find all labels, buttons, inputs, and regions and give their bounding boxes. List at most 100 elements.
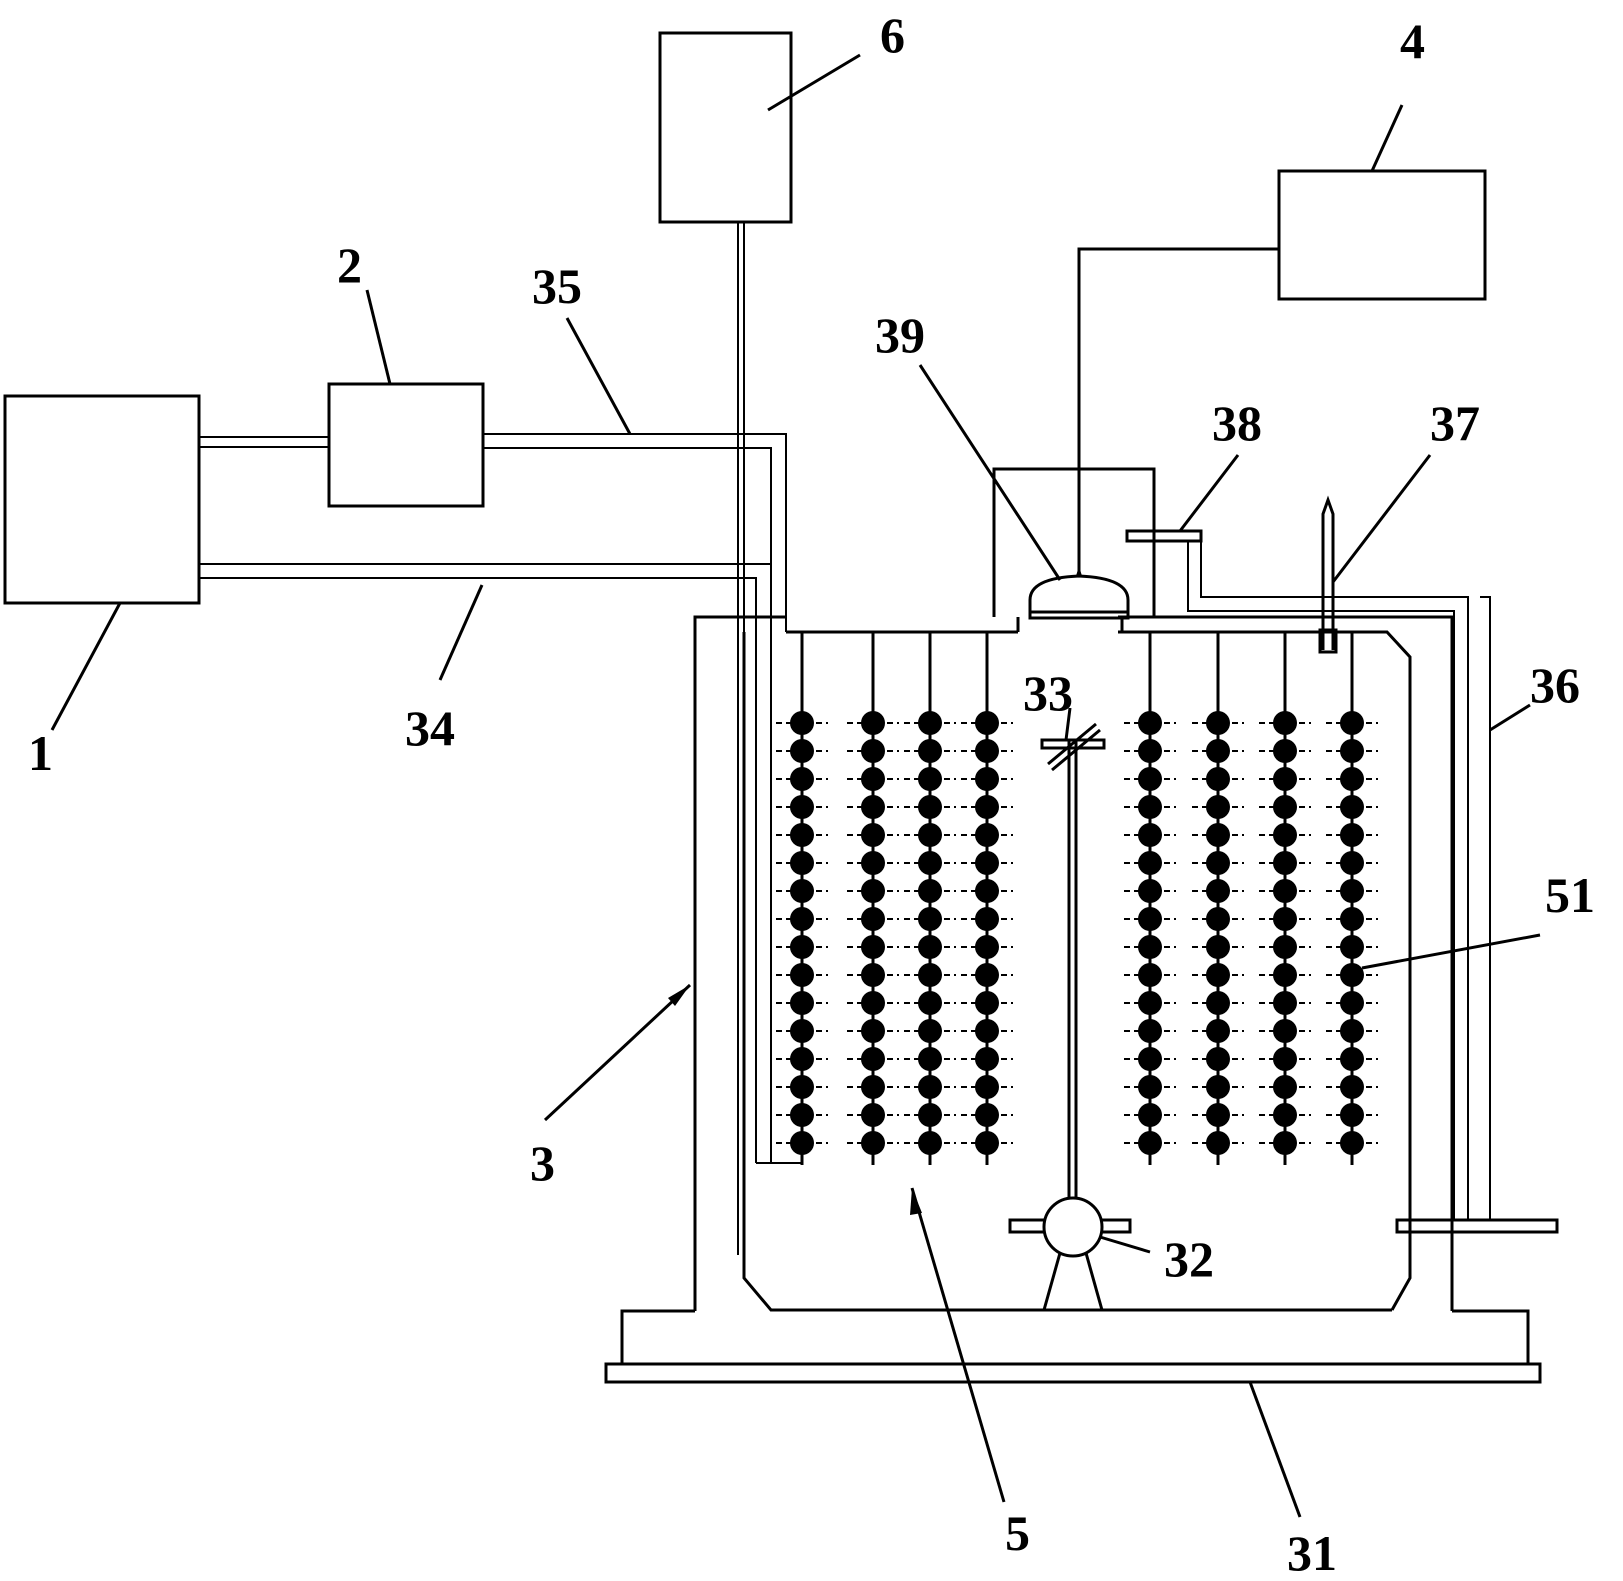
bead-51 — [918, 739, 942, 763]
label-2: 2 — [337, 237, 362, 293]
bead-51 — [918, 1075, 942, 1099]
bead-51 — [1206, 851, 1230, 875]
bead-51 — [1273, 795, 1297, 819]
bead-51 — [1340, 767, 1364, 791]
label-36: 36 — [1530, 657, 1580, 713]
probe-37 — [1318, 495, 1338, 654]
bead-51 — [790, 1103, 814, 1127]
bead-51 — [975, 711, 999, 735]
bead-51 — [1206, 795, 1230, 819]
bead-51 — [975, 991, 999, 1015]
bead-51 — [1340, 991, 1364, 1015]
bead-51 — [1138, 1103, 1162, 1127]
bead-51 — [975, 1075, 999, 1099]
bead-51 — [861, 823, 885, 847]
bead-51 — [1206, 711, 1230, 735]
bead-51 — [861, 1047, 885, 1071]
bead-51 — [975, 935, 999, 959]
bead-51 — [861, 739, 885, 763]
bead-51 — [861, 879, 885, 903]
bead-51 — [790, 1019, 814, 1043]
bead-51 — [1273, 991, 1297, 1015]
bead-51 — [975, 1019, 999, 1043]
bead-51 — [790, 795, 814, 819]
bead-51 — [861, 1131, 885, 1155]
bead-51 — [790, 963, 814, 987]
bead-51 — [975, 1131, 999, 1155]
bead-51 — [918, 823, 942, 847]
bead-51 — [790, 711, 814, 735]
bead-51 — [1273, 1047, 1297, 1071]
bead-51 — [975, 1103, 999, 1127]
motor-32 — [1042, 1196, 1104, 1258]
bead-51 — [861, 935, 885, 959]
bead-51 — [1138, 963, 1162, 987]
label-33: 33 — [1023, 665, 1073, 721]
bead-51 — [918, 1103, 942, 1127]
bead-51 — [975, 739, 999, 763]
bead-51 — [1340, 711, 1364, 735]
bead-51 — [1273, 907, 1297, 931]
bead-51 — [1340, 935, 1364, 959]
pipe-1-to-2 — [199, 436, 329, 448]
bead-51 — [918, 851, 942, 875]
bead-51 — [1138, 851, 1162, 875]
top-hatch — [992, 467, 1156, 632]
bead-51 — [918, 1131, 942, 1155]
label-31: 31 — [1287, 1525, 1337, 1581]
bead-51 — [1273, 1019, 1297, 1043]
bead-51 — [975, 1047, 999, 1071]
label-32: 32 — [1164, 1231, 1214, 1287]
bead-51 — [1206, 1131, 1230, 1155]
bead-51 — [1206, 991, 1230, 1015]
bead-51 — [1206, 935, 1230, 959]
bead-51 — [1340, 1103, 1364, 1127]
bead-51 — [975, 767, 999, 791]
bead-51 — [1206, 739, 1230, 763]
label-39: 39 — [875, 307, 925, 363]
bead-51 — [1340, 1131, 1364, 1155]
tank-outer-wall — [693, 615, 1454, 1312]
bead-51 — [975, 879, 999, 903]
bead-51 — [790, 739, 814, 763]
bead-51 — [1206, 1103, 1230, 1127]
bead-51 — [918, 935, 942, 959]
bead-51 — [861, 851, 885, 875]
label-37: 37 — [1430, 395, 1480, 451]
bead-51 — [1273, 963, 1297, 987]
bead-51 — [1138, 1131, 1162, 1155]
bead-51 — [861, 1075, 885, 1099]
bead-51 — [1206, 963, 1230, 987]
bead-51 — [975, 823, 999, 847]
bead-51 — [1206, 907, 1230, 931]
bead-51 — [861, 795, 885, 819]
bead-51 — [861, 767, 885, 791]
bead-51 — [918, 795, 942, 819]
bead-51 — [790, 1131, 814, 1155]
base-31 — [604, 1309, 1542, 1384]
bead-51 — [861, 711, 885, 735]
pipe-38 — [1125, 529, 1469, 1220]
bead-51 — [1340, 851, 1364, 875]
bead-51 — [1273, 1131, 1297, 1155]
bead-strings-5 — [776, 632, 1378, 1165]
bead-51 — [1340, 823, 1364, 847]
bead-51 — [1138, 767, 1162, 791]
pipe-35 — [483, 433, 802, 1164]
bead-51 — [1138, 1047, 1162, 1071]
label-6: 6 — [880, 7, 905, 63]
bead-51 — [918, 1047, 942, 1071]
bead-51 — [918, 1019, 942, 1043]
bead-51 — [861, 963, 885, 987]
bead-51 — [1340, 1019, 1364, 1043]
bead-51 — [1138, 991, 1162, 1015]
bead-51 — [1273, 1103, 1297, 1127]
bead-51 — [975, 851, 999, 875]
bead-51 — [918, 963, 942, 987]
bead-51 — [1273, 851, 1297, 875]
bead-51 — [918, 711, 942, 735]
bead-51 — [1206, 1047, 1230, 1071]
dome-39 — [1028, 574, 1130, 614]
bead-51 — [1206, 1019, 1230, 1043]
